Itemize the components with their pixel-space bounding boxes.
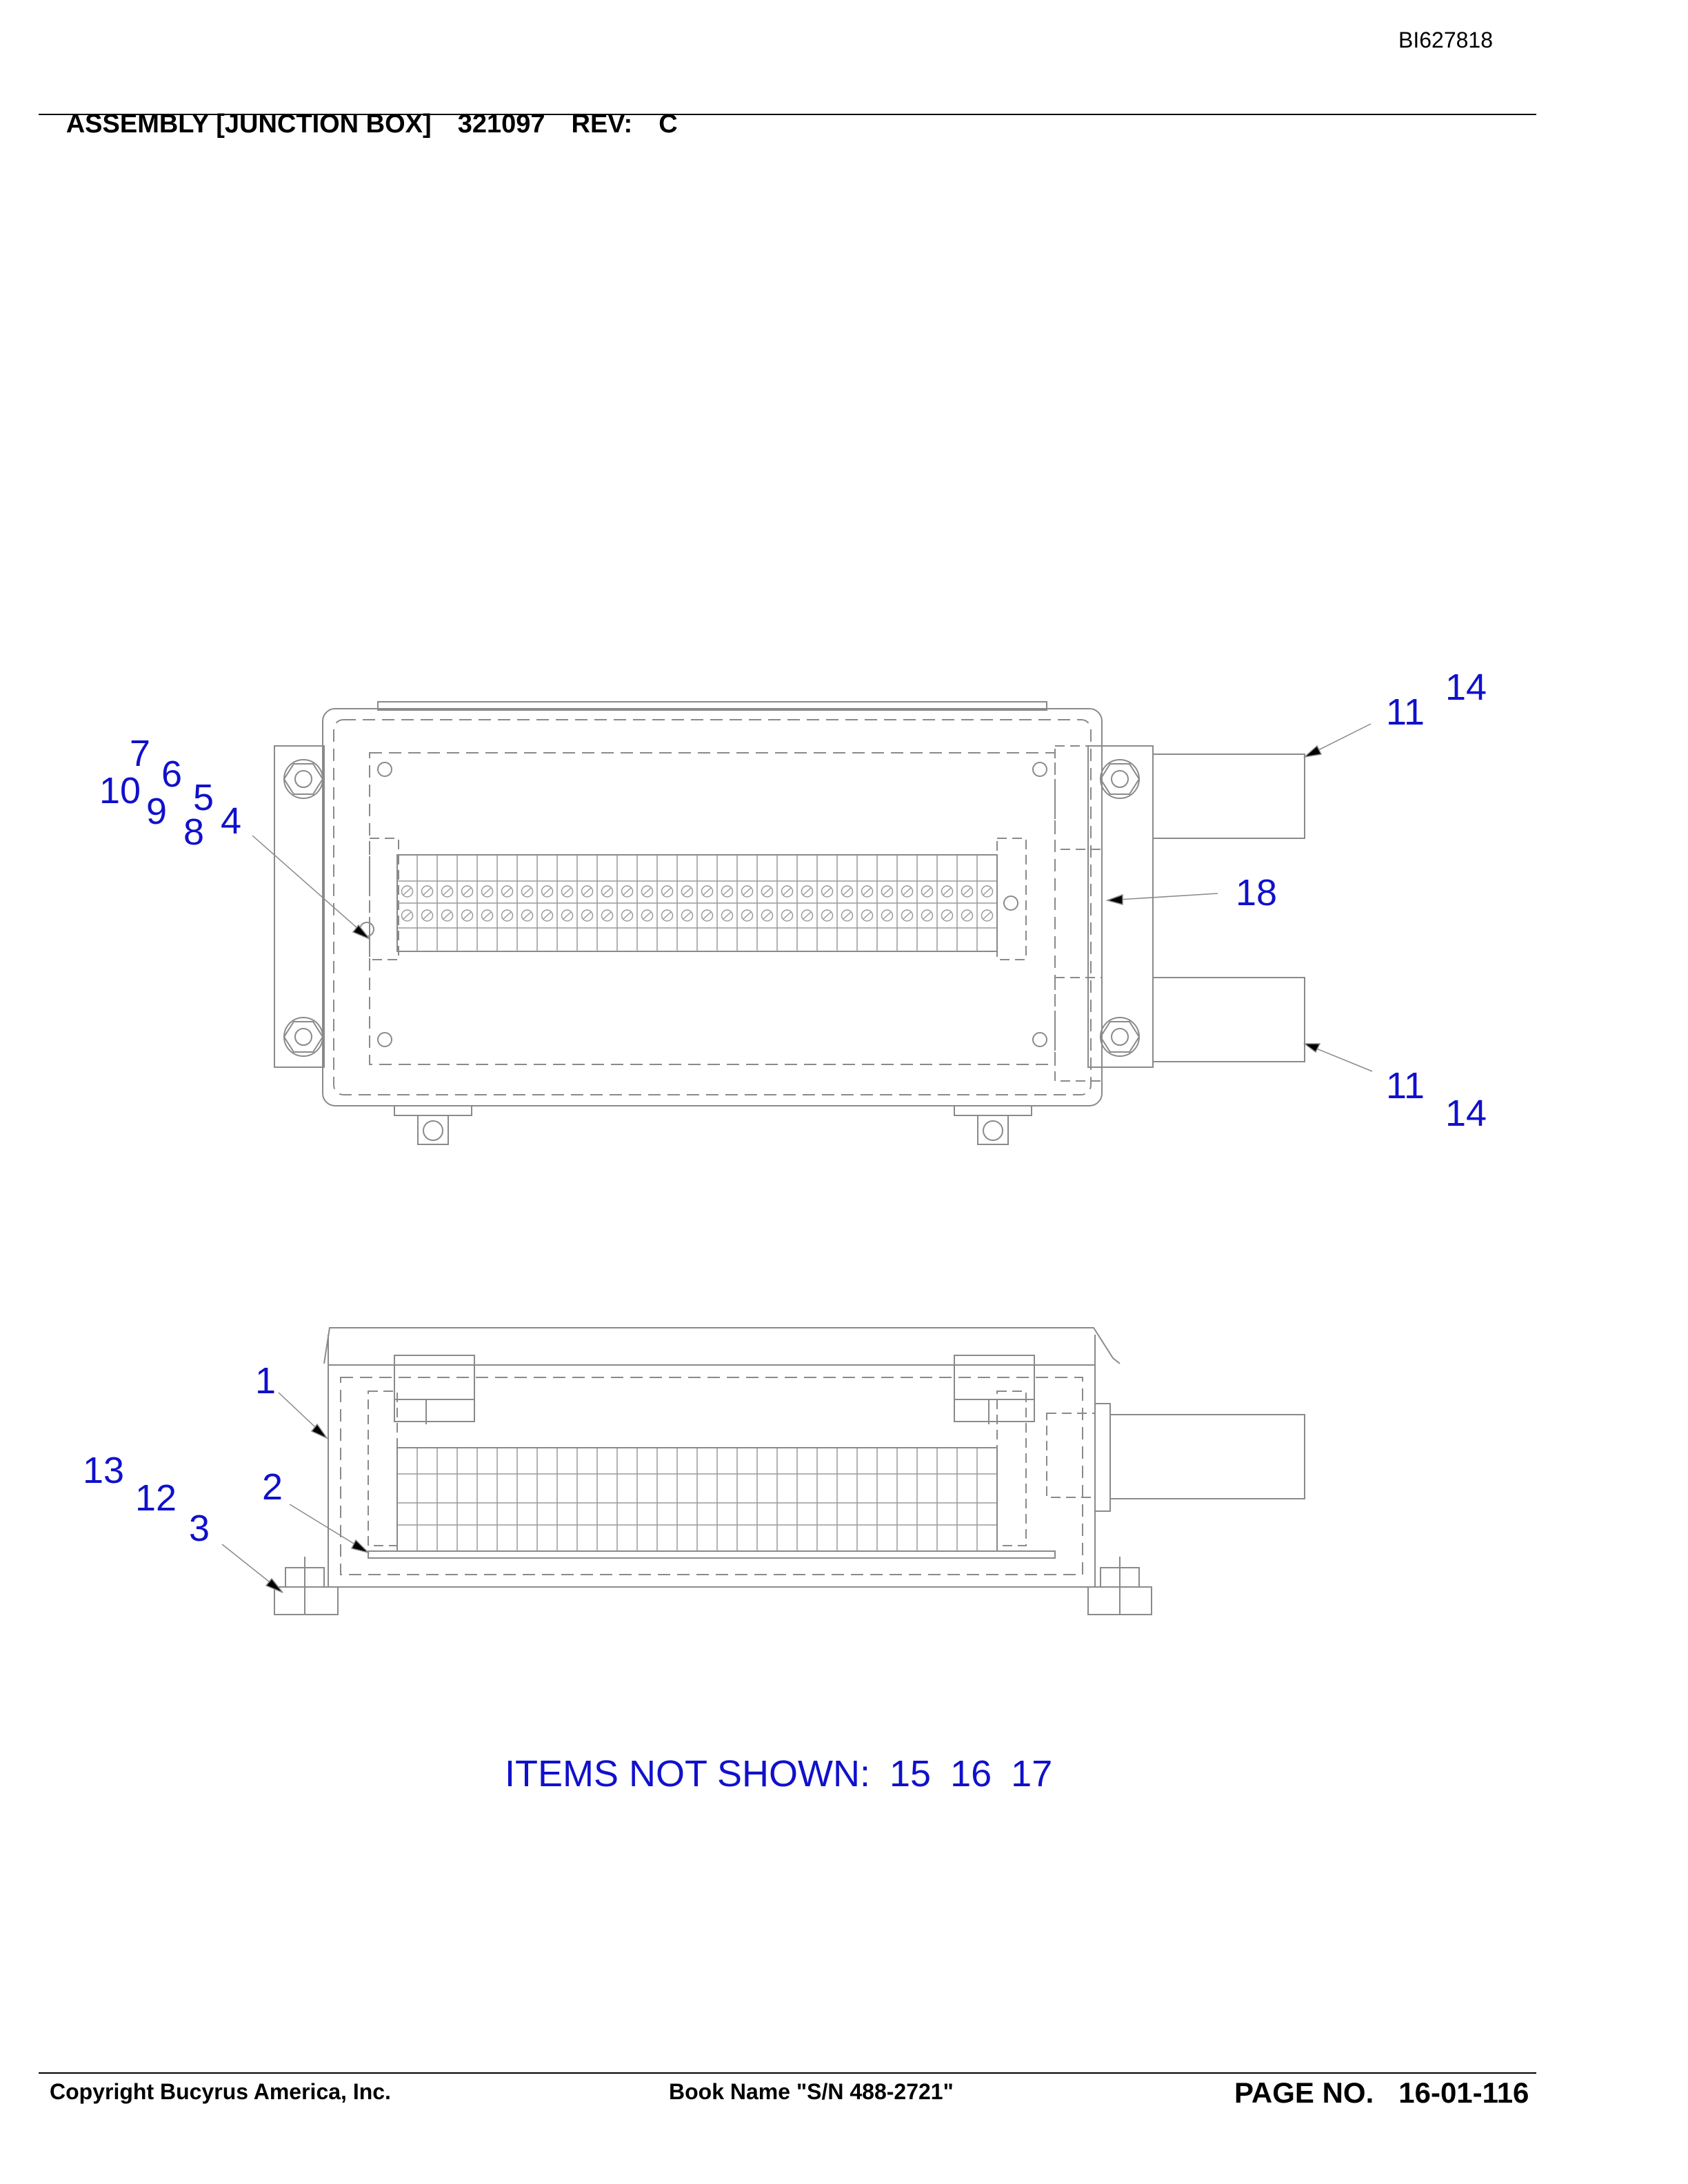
conduit-side	[1109, 1414, 1305, 1499]
foot-screw	[983, 1120, 1003, 1141]
arrowhead	[352, 924, 370, 940]
callout-14-lower: 14	[1445, 1093, 1487, 1134]
callout-13: 13	[83, 1450, 125, 1491]
callout-10: 10	[99, 770, 141, 811]
callout-3: 3	[189, 1508, 210, 1549]
corner-bolt	[1099, 1017, 1141, 1057]
foot-screw	[423, 1120, 443, 1141]
corner-bolt	[283, 759, 324, 799]
left-end-bracket-side	[368, 1391, 398, 1546]
arrowhead	[310, 1423, 329, 1439]
arrowhead	[265, 1577, 283, 1593]
callout-18: 18	[1236, 872, 1278, 913]
enclosure-outline	[322, 708, 1103, 1106]
rail-screw	[1003, 896, 1018, 911]
upper-conduit	[1152, 754, 1305, 839]
page-number-block: PAGE NO. 16-01-116	[1234, 2076, 1554, 2110]
callout-12: 12	[135, 1477, 177, 1519]
lower-gland-body	[1054, 977, 1103, 1082]
arrowhead	[1303, 1043, 1321, 1053]
callout-5: 5	[193, 777, 214, 818]
side-view	[274, 1327, 1305, 1615]
right-end-bracket	[996, 838, 1027, 960]
top-view	[274, 701, 1305, 1145]
inner-wall-side	[340, 1377, 1083, 1575]
items-not-shown-note: ITEMS NOT SHOWN: 15 16 17	[505, 1752, 1072, 1795]
latch-right	[954, 1355, 1035, 1422]
footer-rule	[39, 2072, 1536, 2074]
page-number: 16-01-116	[1398, 2076, 1529, 2109]
callout-6: 6	[161, 754, 183, 795]
top-view-leaders	[252, 723, 1373, 1072]
arrowhead	[1105, 893, 1123, 905]
terminal-block-strip-side	[396, 1447, 998, 1552]
corner-bolt	[283, 1017, 324, 1057]
gland-nut-side	[1094, 1403, 1111, 1512]
panel-hole	[377, 1032, 392, 1047]
callout-9: 9	[146, 791, 168, 832]
left-mounting-flange	[274, 745, 325, 1068]
panel-hole	[1032, 762, 1047, 777]
panel-hole	[1032, 1032, 1047, 1047]
din-rail	[368, 1550, 1056, 1559]
callout-4: 4	[221, 800, 242, 842]
document-id: BI627818	[1398, 28, 1494, 52]
mounting-foot	[954, 1105, 1032, 1116]
copyright-notice: Copyright Bucyrus America, Inc.	[50, 2079, 391, 2104]
callout-11-lower: 11	[1386, 1065, 1425, 1106]
callout-14-upper: 14	[1445, 667, 1487, 708]
items-not-shown-label: ITEMS NOT SHOWN:	[505, 1753, 871, 1794]
upper-gland-body	[1054, 745, 1103, 850]
arrowhead	[1303, 745, 1323, 758]
side-view-leaders	[221, 1392, 370, 1593]
foot-screw-head	[417, 1115, 449, 1145]
book-name: Book Name "S/N 488-2721"	[669, 2079, 954, 2104]
right-end-bracket-side	[996, 1391, 1027, 1546]
lid-hinge-strip	[377, 701, 1047, 711]
arrowhead	[350, 1539, 370, 1554]
left-end-bracket	[369, 838, 399, 960]
terminal-block-strip	[396, 854, 998, 952]
header-rule	[39, 114, 1536, 115]
item-not-shown: 17	[1011, 1753, 1053, 1794]
lid-lip	[323, 1327, 1121, 1364]
mounting-foot	[394, 1105, 472, 1116]
leader-18	[1107, 893, 1218, 901]
foot-left	[274, 1586, 339, 1615]
callout-7: 7	[130, 733, 151, 774]
page-label: PAGE NO.	[1234, 2076, 1374, 2109]
corner-bolt	[1099, 759, 1141, 799]
callout-1: 1	[255, 1360, 277, 1402]
lower-conduit	[1152, 977, 1305, 1062]
latch-left	[394, 1355, 475, 1422]
callout-2: 2	[262, 1466, 283, 1508]
panel-hole	[377, 762, 392, 777]
gland-body-side	[1046, 1413, 1096, 1498]
callout-11-upper: 11	[1386, 691, 1425, 733]
item-not-shown: 15	[890, 1753, 932, 1794]
leader-4	[252, 835, 370, 940]
right-mounting-flange	[1087, 745, 1154, 1068]
foot-screw-head	[977, 1115, 1009, 1145]
callout-8: 8	[183, 811, 205, 853]
item-not-shown: 16	[950, 1753, 992, 1794]
